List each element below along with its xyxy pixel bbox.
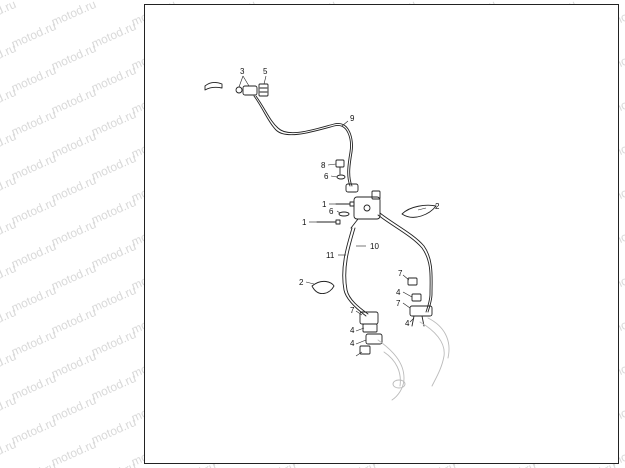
diagram-frame — [144, 4, 619, 464]
callout-1-lower: 1 — [302, 218, 307, 227]
three-way-union — [350, 190, 381, 229]
callout-2-right: 2 — [435, 202, 440, 211]
callout-7-left: 7 — [350, 306, 355, 315]
callout-4-right: 4 — [396, 288, 401, 297]
callout-5: 5 — [263, 67, 268, 76]
callout-2-left: 2 — [299, 278, 304, 287]
callout-4-left-upper: 4 — [350, 326, 355, 335]
washer-6-upper — [336, 174, 346, 180]
bolt-1-lower — [316, 219, 341, 225]
callout-9: 9 — [350, 114, 355, 123]
banjo-fitting-top — [204, 81, 269, 97]
callout-7-right-top: 7 — [398, 269, 403, 278]
caliper-left — [377, 339, 406, 401]
brake-hose-9 — [253, 95, 353, 187]
hose-connector — [345, 183, 359, 193]
leader-lines — [238, 75, 427, 357]
bolt-8 — [335, 159, 345, 175]
caliper-right — [419, 317, 450, 387]
callouts: 3 5 9 8 6 1 6 1 2 10 11 2 7 4 7 4 7 4 4 — [240, 67, 440, 348]
banjo-fitting-right — [407, 277, 433, 327]
callout-1-upper: 1 — [322, 200, 327, 209]
hose-clip-2-right — [401, 204, 437, 218]
washer-6-lower — [338, 211, 350, 217]
brake-hose-10 — [377, 212, 433, 313]
callout-10: 10 — [370, 242, 379, 251]
callout-11: 11 — [326, 251, 335, 260]
banjo-fitting-left — [359, 311, 383, 355]
bolt-1-upper — [335, 201, 355, 207]
callout-4-left-lower: 4 — [350, 339, 355, 348]
callout-3: 3 — [240, 67, 245, 76]
callout-8: 8 — [321, 161, 326, 170]
brake-hose-11 — [342, 227, 369, 317]
callout-4-right-lower: 4 — [405, 319, 410, 328]
callout-6-lower: 6 — [329, 207, 334, 216]
callout-7-right-bottom: 7 — [396, 299, 401, 308]
hose-clip-2-left — [311, 280, 335, 294]
callout-6-upper: 6 — [324, 172, 329, 181]
